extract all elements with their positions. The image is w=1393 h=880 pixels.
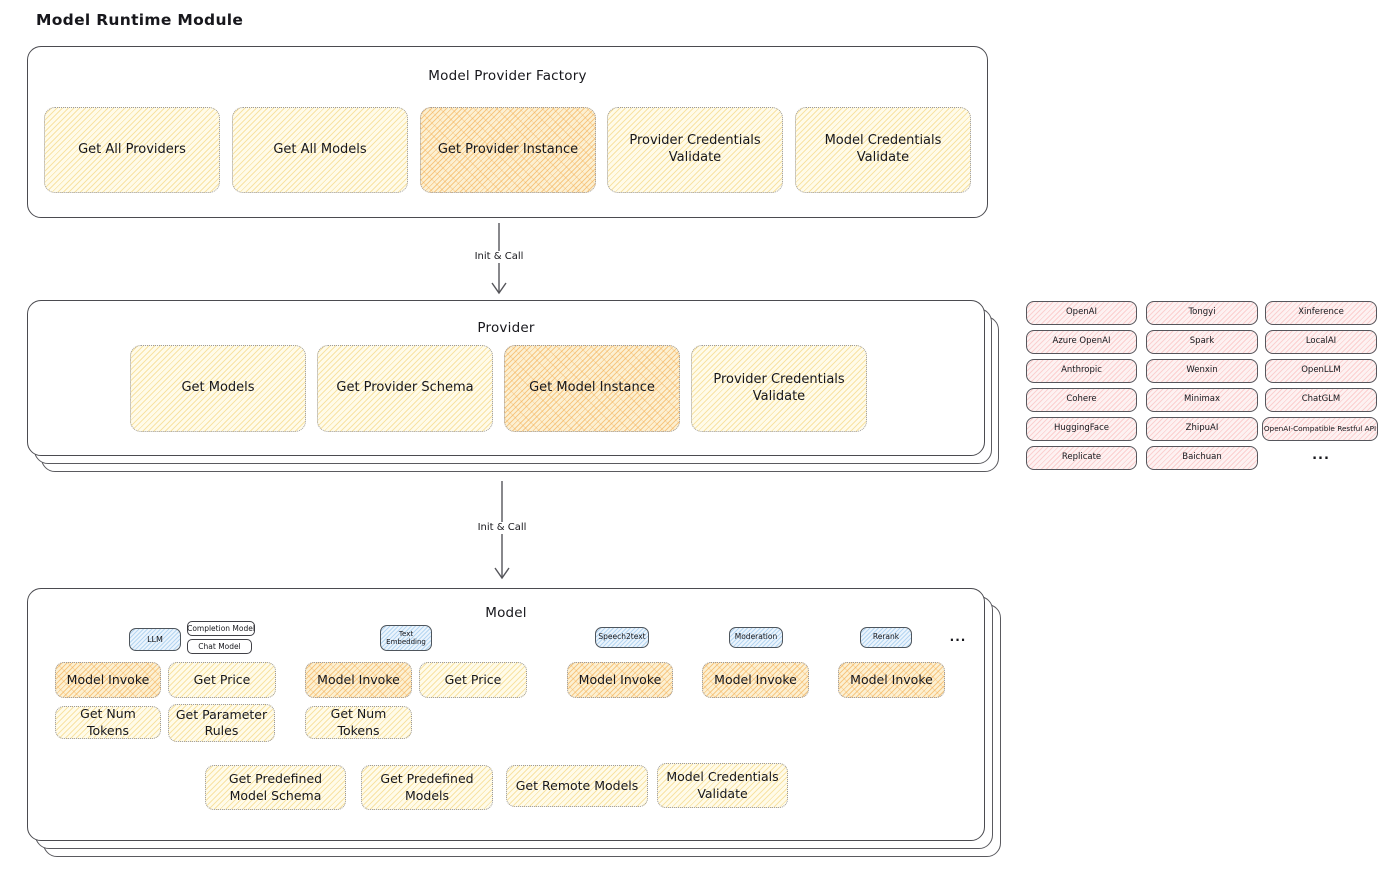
init-call-label-1: Init & Call — [459, 251, 539, 263]
provider-chip-minimax: Minimax — [1146, 388, 1258, 412]
provider-chip-spark: Spark — [1146, 330, 1258, 354]
provider-chip-zhipuai: ZhipuAI — [1146, 417, 1258, 441]
factory-node-get-all-models: Get All Models — [232, 107, 408, 193]
provider-grid-ellipsis: ... — [1312, 448, 1330, 463]
init-call-label-2: Init & Call — [462, 522, 542, 534]
provider-chip-openai: OpenAI — [1026, 301, 1137, 325]
provider-chip-anthropic: Anthropic — [1026, 359, 1137, 383]
model-node-model-invoke-speech2text: Model Invoke — [567, 662, 673, 698]
factory-title: Model Provider Factory — [428, 68, 587, 84]
provider-chip-chatglm: ChatGLM — [1265, 388, 1377, 412]
provider-chip-xinference: Xinference — [1265, 301, 1377, 325]
factory-node-provider-credentials-validate: Provider Credentials Validate — [607, 107, 783, 193]
provider-chip-azure-openai: Azure OpenAI — [1026, 330, 1137, 354]
tag-completion-model: Completion Model — [187, 621, 255, 636]
model-node-model-invoke-moderation: Model Invoke — [702, 662, 809, 698]
model-node-get-remote-models: Get Remote Models — [506, 765, 648, 807]
provider-node-provider-credentials-validate: Provider Credentials Validate — [691, 345, 867, 432]
provider-chip-openai-compatible-restful-api: OpenAI-Compatible Restful API — [1262, 417, 1378, 441]
provider-chip-baichuan: Baichuan — [1146, 446, 1258, 470]
provider-chip-replicate: Replicate — [1026, 446, 1137, 470]
model-node-get-predefined-model-schema: Get Predefined Model Schema — [205, 765, 346, 810]
provider-chip-tongyi: Tongyi — [1146, 301, 1258, 325]
provider-node-get-models: Get Models — [130, 345, 306, 432]
model-title: Model — [485, 605, 527, 621]
model-node-model-invoke-llm: Model Invoke — [55, 662, 161, 698]
model-node-get-parameter-rules: Get Parameter Rules — [168, 704, 275, 742]
provider-chip-cohere: Cohere — [1026, 388, 1137, 412]
model-node-get-num-tokens-llm: Get Num Tokens — [55, 706, 161, 739]
model-node-get-price-embedding: Get Price — [419, 662, 527, 698]
factory-node-get-all-providers: Get All Providers — [44, 107, 220, 193]
tag-llm: LLM — [129, 628, 181, 651]
tag-rerank: Rerank — [860, 627, 912, 648]
provider-chip-openllm: OpenLLM — [1265, 359, 1377, 383]
provider-chip-wenxin: Wenxin — [1146, 359, 1258, 383]
model-node-get-price-llm: Get Price — [168, 662, 276, 698]
tag-moderation: Moderation — [729, 627, 783, 648]
factory-node-model-credentials-validate: Model Credentials Validate — [795, 107, 971, 193]
diagram-title: Model Runtime Module — [36, 11, 244, 29]
tag-chat-model: Chat Model — [187, 639, 252, 654]
model-node-model-invoke-embedding: Model Invoke — [305, 662, 412, 698]
model-node-get-num-tokens-embedding: Get Num Tokens — [305, 706, 412, 739]
factory-node-get-provider-instance: Get Provider Instance — [420, 107, 596, 193]
provider-chip-huggingface: HuggingFace — [1026, 417, 1137, 441]
model-node-model-invoke-rerank: Model Invoke — [838, 662, 945, 698]
model-tags-ellipsis: ... — [949, 630, 967, 644]
provider-node-get-provider-schema: Get Provider Schema — [317, 345, 493, 432]
provider-title: Provider — [477, 320, 535, 336]
model-node-get-predefined-models: Get Predefined Models — [361, 765, 493, 810]
tag-speech2text: Speech2text — [595, 627, 649, 648]
model-node-model-credentials-validate: Model Credentials Validate — [657, 763, 788, 808]
provider-chip-localai: LocalAI — [1265, 330, 1377, 354]
provider-node-get-model-instance: Get Model Instance — [504, 345, 680, 432]
tag-text-embedding: Text Embedding — [380, 625, 432, 651]
